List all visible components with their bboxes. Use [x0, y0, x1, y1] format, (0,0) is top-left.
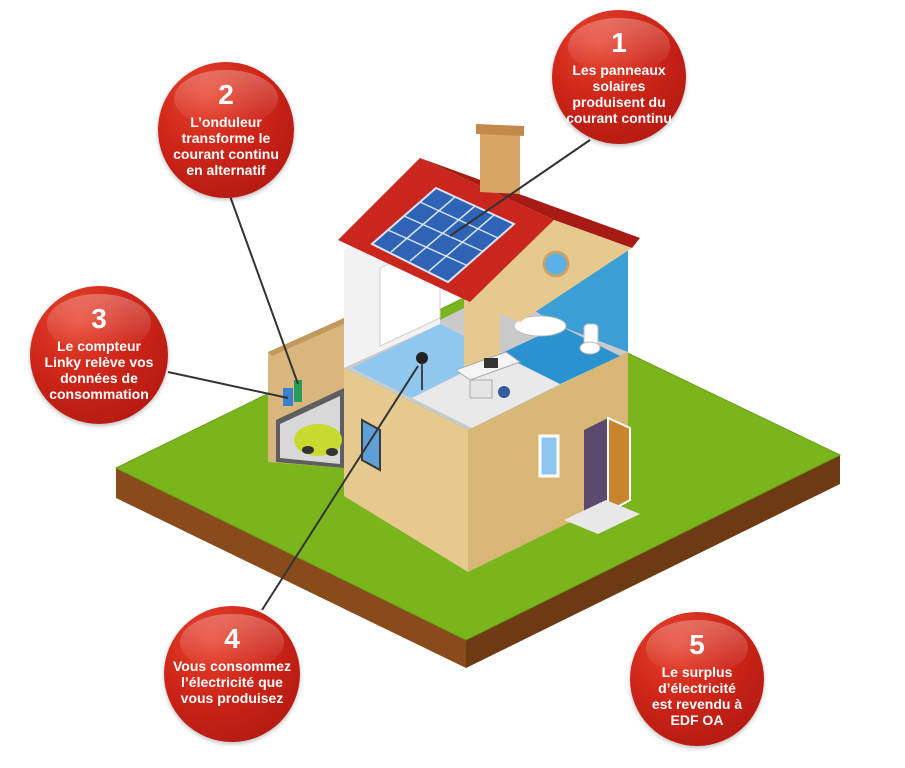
- garage: [268, 318, 348, 468]
- connector-4: [261, 365, 419, 611]
- connector-1: [449, 139, 591, 237]
- connector-lines: [167, 139, 591, 611]
- step-number: 1: [611, 27, 627, 58]
- inverter: [294, 380, 302, 402]
- step-number: 5: [689, 629, 705, 660]
- step-number: 4: [224, 623, 240, 654]
- solar-panel: [370, 186, 516, 284]
- step-number: 2: [218, 79, 234, 110]
- step-1-bubble: 1 Les panneaux solaires produisent du co…: [552, 10, 686, 144]
- connector-3: [167, 371, 289, 399]
- connector-2: [229, 195, 299, 385]
- step-number: 3: [91, 303, 107, 334]
- step-text: Les panneaux solaires produisent du cour…: [566, 62, 672, 126]
- step-text: Le surplus d’électricité est revendu à E…: [651, 664, 743, 728]
- step-5-bubble: 5 Le surplus d’électricité est revendu à…: [630, 612, 764, 746]
- step-4-bubble: 4 Vous consommez l’électricité que vous …: [164, 606, 300, 742]
- step-text: L’onduleur transforme le courant continu…: [173, 114, 279, 178]
- step-3-bubble: 3 Le compteur Linky relève vos données d…: [30, 286, 168, 424]
- step-text: Vous consommez l’électricité que vous pr…: [173, 658, 291, 706]
- step-2-bubble: 2 L’onduleur transforme le courant conti…: [158, 62, 294, 198]
- step-text: Le compteur Linky relève vos données de …: [44, 338, 154, 402]
